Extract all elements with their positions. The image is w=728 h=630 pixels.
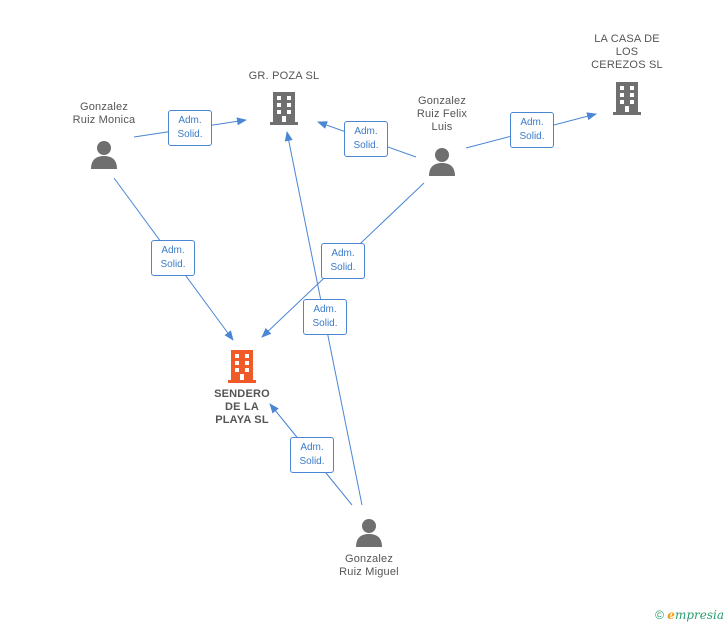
relation-label-felix-sendero[interactable]: Adm. Solid. bbox=[321, 243, 365, 279]
relation-label-felix-grpoza[interactable]: Adm. Solid. bbox=[344, 121, 388, 157]
node-la-casa-de-los-cerezos[interactable]: LA CASA DE LOS CEREZOS SL bbox=[577, 33, 677, 116]
relation-label-miguel-sendero[interactable]: Adm. Solid. bbox=[290, 437, 334, 473]
building-icon bbox=[613, 82, 641, 115]
relation-label-miguel-grpoza[interactable]: Adm. Solid. bbox=[303, 299, 347, 335]
footer-brand: © empresia bbox=[655, 608, 724, 622]
node-label: Gonzalez Ruiz Miguel bbox=[339, 553, 399, 578]
person-icon bbox=[356, 519, 382, 547]
node-label: LA CASA DE LOS CEREZOS SL bbox=[591, 33, 663, 71]
node-label: Gonzalez Ruiz Felix Luis bbox=[416, 95, 468, 133]
building-icon bbox=[228, 350, 256, 383]
node-gr-poza[interactable]: GR. POZA SL bbox=[232, 70, 336, 126]
brand-logo: empresia bbox=[667, 608, 724, 622]
node-label: Gonzalez Ruiz Monica bbox=[72, 101, 136, 126]
node-label: GR. POZA SL bbox=[248, 70, 320, 82]
brand-initial: e bbox=[667, 608, 675, 622]
relation-label-felix-lacasa[interactable]: Adm. Solid. bbox=[510, 112, 554, 148]
node-sendero-de-la-playa[interactable]: SENDERO DE LA PLAYA SL bbox=[192, 348, 292, 427]
person-icon bbox=[429, 148, 455, 176]
node-gonzalez-ruiz-monica[interactable]: Gonzalez Ruiz Monica bbox=[54, 101, 154, 169]
node-gonzalez-ruiz-miguel[interactable]: Gonzalez Ruiz Miguel bbox=[317, 517, 421, 579]
brand-name: mpresia bbox=[674, 608, 724, 622]
copyright-symbol: © bbox=[655, 608, 664, 622]
node-label: SENDERO DE LA PLAYA SL bbox=[214, 388, 270, 426]
relation-label-monica-sendero[interactable]: Adm. Solid. bbox=[151, 240, 195, 276]
building-icon bbox=[270, 92, 298, 125]
person-icon bbox=[91, 141, 117, 169]
node-gonzalez-ruiz-felix-luis[interactable]: Gonzalez Ruiz Felix Luis bbox=[392, 95, 492, 176]
relation-label-monica-grpoza[interactable]: Adm. Solid. bbox=[168, 110, 212, 146]
